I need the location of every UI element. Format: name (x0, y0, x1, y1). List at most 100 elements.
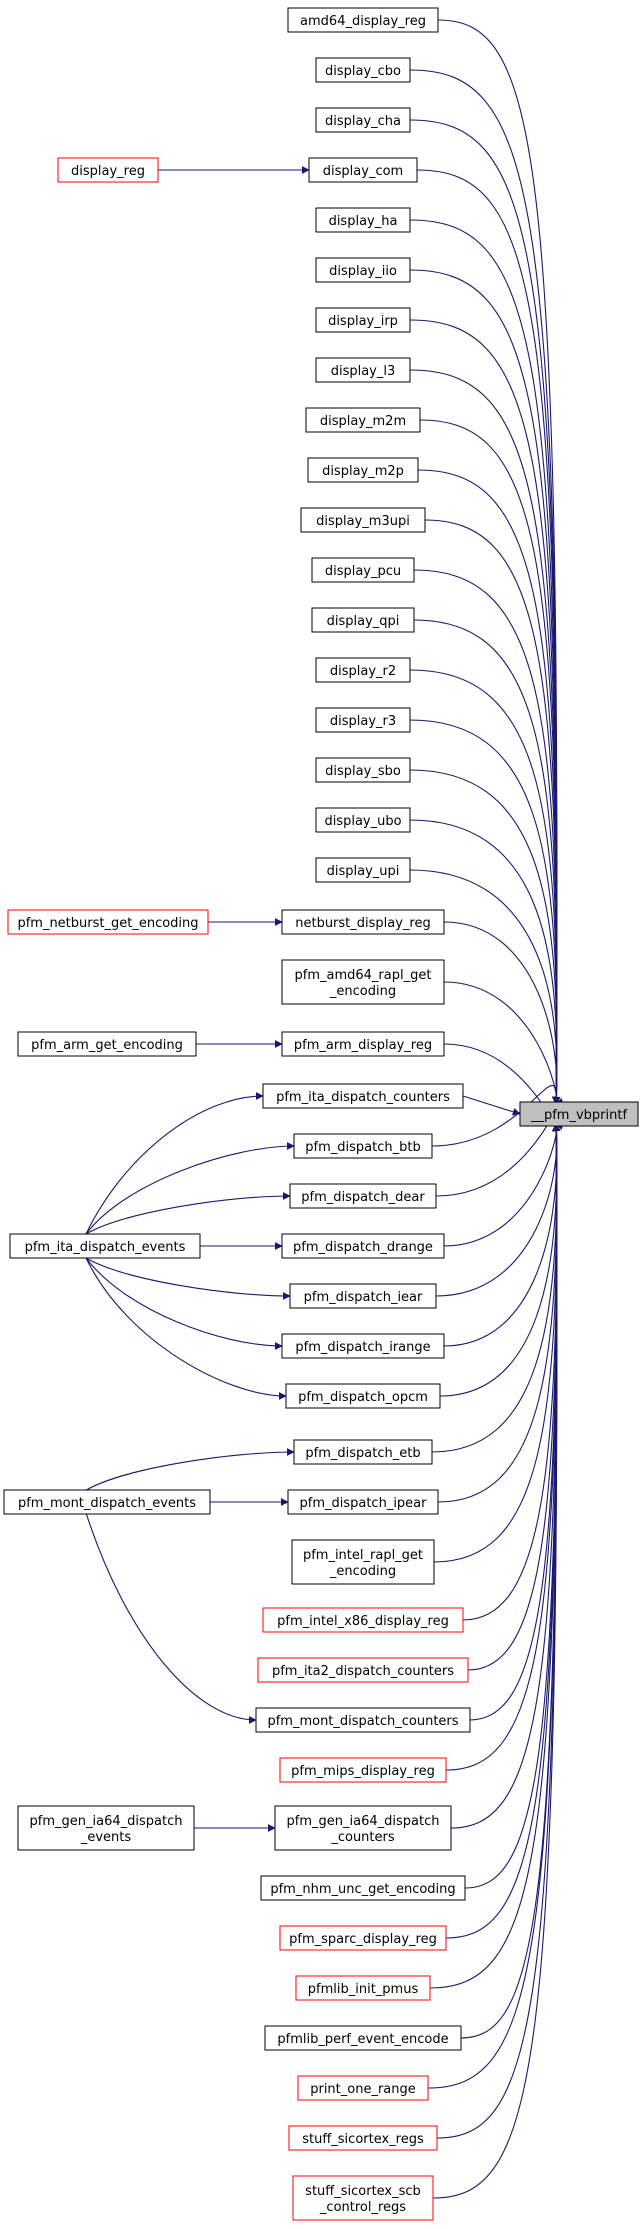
node-pfm_gen_ia64_dispatch_events[interactable]: pfm_gen_ia64_dispatch_events (17, 1805, 195, 1851)
node-netburst_display_reg[interactable]: netburst_display_reg (281, 909, 445, 935)
node-box-pfm_netburst_get_encoding[interactable] (7, 909, 209, 935)
node-stuff_sicortex_regs[interactable]: stuff_sicortex_regs (288, 2125, 438, 2151)
node-display_m2m[interactable]: display_m2m (305, 407, 421, 433)
node-pfm_ita_dispatch_events[interactable]: pfm_ita_dispatch_events (9, 1233, 201, 1259)
node-box-display_l3[interactable] (315, 357, 411, 383)
node-pfm_dispatch_drange[interactable]: pfm_dispatch_drange (281, 1233, 445, 1259)
node-pfmlib_init_pmus[interactable]: pfmlib_init_pmus (295, 1975, 431, 2001)
node-box-pfm_sparc_display_reg[interactable] (279, 1925, 447, 1951)
node-pfm_dispatch_btb[interactable]: pfm_dispatch_btb (293, 1133, 433, 1159)
node-pfm_intel_x86_display_reg[interactable]: pfm_intel_x86_display_reg (262, 1607, 464, 1633)
node-display_m2p[interactable]: display_m2p (307, 457, 419, 483)
node-pfm_nhm_unc_get_encoding[interactable]: pfm_nhm_unc_get_encoding (260, 1875, 466, 1901)
node-pfm_arm_display_reg[interactable]: pfm_arm_display_reg (281, 1031, 445, 1057)
node-display_iio[interactable]: display_iio (315, 257, 411, 283)
node-target[interactable]: __pfm_vbprintf (519, 1101, 639, 1127)
node-pfm_ita_dispatch_counters[interactable]: pfm_ita_dispatch_counters (262, 1083, 464, 1109)
node-box-print_one_range[interactable] (297, 2075, 429, 2101)
node-box-display_ubo[interactable] (315, 807, 411, 833)
node-display_sbo[interactable]: display_sbo (315, 757, 411, 783)
node-pfmlib_perf_event_encode[interactable]: pfmlib_perf_event_encode (264, 2025, 462, 2051)
node-pfm_dispatch_opcm[interactable]: pfm_dispatch_opcm (285, 1383, 441, 1409)
node-display_cha[interactable]: display_cha (315, 107, 411, 133)
node-box-amd64_display_reg[interactable] (287, 7, 439, 33)
node-box-display_m2p[interactable] (307, 457, 419, 483)
node-box-pfm_arm_display_reg[interactable] (281, 1031, 445, 1057)
node-box-pfm_intel_rapl_get_encoding[interactable] (291, 1539, 435, 1585)
node-pfm_dispatch_irange[interactable]: pfm_dispatch_irange (281, 1333, 445, 1359)
node-display_irp[interactable]: display_irp (315, 307, 411, 333)
node-box-stuff_sicortex_regs[interactable] (288, 2125, 438, 2151)
node-box-display_cbo[interactable] (315, 57, 411, 83)
node-amd64_display_reg[interactable]: amd64_display_reg (287, 7, 439, 33)
node-pfm_sparc_display_reg[interactable]: pfm_sparc_display_reg (279, 1925, 447, 1951)
node-box-display_upi[interactable] (315, 857, 411, 883)
node-display_cbo[interactable]: display_cbo (315, 57, 411, 83)
node-box-pfmlib_perf_event_encode[interactable] (264, 2025, 462, 2051)
node-box-pfm_gen_ia64_dispatch_counters[interactable] (274, 1805, 452, 1851)
node-display_r3[interactable]: display_r3 (315, 707, 411, 733)
node-box-pfm_dispatch_dear[interactable] (289, 1183, 437, 1209)
node-box-pfm_mont_dispatch_counters[interactable] (255, 1707, 471, 1733)
node-box-display_pcu[interactable] (311, 557, 415, 583)
node-pfm_dispatch_etb[interactable]: pfm_dispatch_etb (293, 1439, 433, 1465)
node-box-pfm_mont_dispatch_events[interactable] (3, 1489, 211, 1515)
node-box-pfm_dispatch_ipear[interactable] (287, 1489, 439, 1515)
node-box-pfm_gen_ia64_dispatch_events[interactable] (17, 1805, 195, 1851)
node-display_upi[interactable]: display_upi (315, 857, 411, 883)
node-display_r2[interactable]: display_r2 (315, 657, 411, 683)
node-box-pfm_dispatch_opcm[interactable] (285, 1383, 441, 1409)
node-display_pcu[interactable]: display_pcu (311, 557, 415, 583)
node-pfm_mont_dispatch_counters[interactable]: pfm_mont_dispatch_counters (255, 1707, 471, 1733)
node-pfm_dispatch_dear[interactable]: pfm_dispatch_dear (289, 1183, 437, 1209)
node-box-display_r2[interactable] (315, 657, 411, 683)
node-box-pfm_ita_dispatch_counters[interactable] (262, 1083, 464, 1109)
node-pfm_dispatch_iear[interactable]: pfm_dispatch_iear (289, 1283, 437, 1309)
node-display_reg[interactable]: display_reg (57, 157, 159, 183)
node-box-pfm_mips_display_reg[interactable] (279, 1757, 447, 1783)
node-box-display_reg[interactable] (57, 157, 159, 183)
node-display_l3[interactable]: display_l3 (315, 357, 411, 383)
node-pfm_arm_get_encoding[interactable]: pfm_arm_get_encoding (17, 1031, 197, 1057)
node-print_one_range[interactable]: print_one_range (297, 2075, 429, 2101)
node-box-display_m3upi[interactable] (300, 507, 426, 533)
node-pfm_amd64_rapl_get_encoding[interactable]: pfm_amd64_rapl_get_encoding (281, 959, 445, 1005)
node-box-display_cha[interactable] (315, 107, 411, 133)
node-display_ha[interactable]: display_ha (315, 207, 411, 233)
node-stuff_sicortex_scb_control_regs[interactable]: stuff_sicortex_scb_control_regs (292, 2175, 434, 2221)
node-box-display_qpi[interactable] (311, 607, 415, 633)
node-pfm_dispatch_ipear[interactable]: pfm_dispatch_ipear (287, 1489, 439, 1515)
node-display_com[interactable]: display_com (308, 157, 418, 183)
node-box-display_sbo[interactable] (315, 757, 411, 783)
node-box-pfm_intel_x86_display_reg[interactable] (262, 1607, 464, 1633)
node-display_m3upi[interactable]: display_m3upi (300, 507, 426, 533)
node-pfm_mips_display_reg[interactable]: pfm_mips_display_reg (279, 1757, 447, 1783)
node-box-display_ha[interactable] (315, 207, 411, 233)
node-pfm_netburst_get_encoding[interactable]: pfm_netburst_get_encoding (7, 909, 209, 935)
node-box-pfm_dispatch_btb[interactable] (293, 1133, 433, 1159)
node-display_ubo[interactable]: display_ubo (315, 807, 411, 833)
node-box-pfm_dispatch_drange[interactable] (281, 1233, 445, 1259)
node-box-pfm_dispatch_iear[interactable] (289, 1283, 437, 1309)
node-box-display_irp[interactable] (315, 307, 411, 333)
node-box-display_m2m[interactable] (305, 407, 421, 433)
node-box-pfmlib_init_pmus[interactable] (295, 1975, 431, 2001)
node-pfm_intel_rapl_get_encoding[interactable]: pfm_intel_rapl_get_encoding (291, 1539, 435, 1585)
node-box-pfm_dispatch_irange[interactable] (281, 1333, 445, 1359)
node-box-display_com[interactable] (308, 157, 418, 183)
node-box-pfm_dispatch_etb[interactable] (293, 1439, 433, 1465)
node-box-netburst_display_reg[interactable] (281, 909, 445, 935)
node-box-target[interactable] (519, 1101, 639, 1127)
node-box-pfm_amd64_rapl_get_encoding[interactable] (281, 959, 445, 1005)
node-pfm_mont_dispatch_events[interactable]: pfm_mont_dispatch_events (3, 1489, 211, 1515)
node-box-display_iio[interactable] (315, 257, 411, 283)
node-pfm_ita2_dispatch_counters[interactable]: pfm_ita2_dispatch_counters (257, 1657, 469, 1683)
node-box-pfm_arm_get_encoding[interactable] (17, 1031, 197, 1057)
node-pfm_gen_ia64_dispatch_counters[interactable]: pfm_gen_ia64_dispatch_counters (274, 1805, 452, 1851)
node-box-display_r3[interactable] (315, 707, 411, 733)
node-box-pfm_nhm_unc_get_encoding[interactable] (260, 1875, 466, 1901)
node-box-pfm_ita2_dispatch_counters[interactable] (257, 1657, 469, 1683)
node-display_qpi[interactable]: display_qpi (311, 607, 415, 633)
node-box-stuff_sicortex_scb_control_regs[interactable] (292, 2175, 434, 2221)
node-box-pfm_ita_dispatch_events[interactable] (9, 1233, 201, 1259)
